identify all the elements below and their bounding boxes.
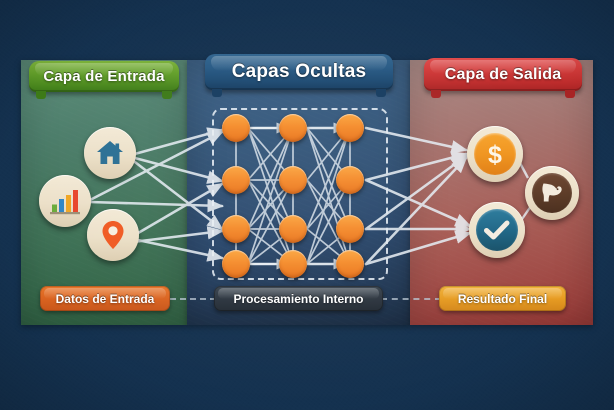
- dashed-connector-left: [170, 298, 216, 300]
- dog-icon: [542, 183, 562, 202]
- pill-internal-processing[interactable]: Procesamiento Interno: [214, 286, 383, 311]
- input-node-chart[interactable]: [39, 175, 91, 227]
- pill-input-label: Datos de Entrada: [55, 291, 155, 306]
- dollar-icon-disc: $: [474, 133, 516, 175]
- location-pin-icon: [102, 221, 124, 249]
- pill-input-data[interactable]: Datos de Entrada: [40, 286, 170, 311]
- hidden-node[interactable]: [279, 166, 307, 194]
- header-input-layer[interactable]: Capa de Entrada: [29, 61, 179, 99]
- output-node-dog[interactable]: [525, 166, 579, 220]
- hidden-node[interactable]: [279, 215, 307, 243]
- hidden-node[interactable]: [222, 215, 250, 243]
- header-tab-left: [431, 90, 441, 98]
- dollar-icon: $: [488, 141, 502, 168]
- hidden-node[interactable]: [222, 166, 250, 194]
- pill-hidden-label: Procesamiento Interno: [233, 291, 364, 306]
- bar-chart-icon: [50, 190, 80, 215]
- input-node-location[interactable]: [87, 209, 139, 261]
- home-icon: [97, 141, 123, 164]
- output-node-check[interactable]: [469, 202, 525, 258]
- output-node-dollar[interactable]: $: [467, 126, 523, 182]
- hidden-node[interactable]: [279, 114, 307, 142]
- hidden-node[interactable]: [336, 166, 364, 194]
- pill-output-label: Resultado Final: [457, 291, 548, 306]
- header-output-label: Capa de Salida: [444, 65, 562, 83]
- header-tab-right: [565, 90, 575, 98]
- hidden-node[interactable]: [336, 250, 364, 278]
- header-tab-left: [36, 91, 46, 99]
- header-input-label: Capa de Entrada: [43, 68, 165, 85]
- header-tab-right: [376, 89, 386, 97]
- hidden-node[interactable]: [336, 215, 364, 243]
- input-node-home[interactable]: [84, 127, 136, 179]
- hidden-node[interactable]: [222, 250, 250, 278]
- header-hidden-label: Capas Ocultas: [231, 61, 367, 82]
- check-icon-disc: [476, 209, 518, 251]
- header-tab-left: [212, 89, 222, 97]
- hidden-node[interactable]: [279, 250, 307, 278]
- dog-icon-disc: [532, 173, 572, 213]
- dashed-connector-right: [381, 298, 441, 300]
- header-tab-right: [162, 91, 172, 99]
- check-icon: [484, 220, 510, 240]
- svg-text:$: $: [488, 141, 502, 168]
- hidden-node[interactable]: [336, 114, 364, 142]
- header-output-layer[interactable]: Capa de Salida: [424, 58, 582, 98]
- hidden-node[interactable]: [222, 114, 250, 142]
- header-hidden-layer[interactable]: Capas Ocultas: [205, 54, 393, 97]
- pill-final-result[interactable]: Resultado Final: [439, 286, 566, 311]
